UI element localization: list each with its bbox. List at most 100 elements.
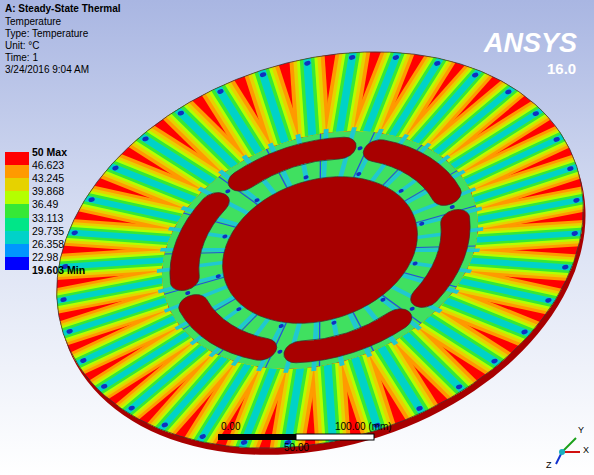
cold-line xyxy=(375,145,430,185)
cooling-band xyxy=(373,54,462,135)
cold-spot xyxy=(491,358,498,364)
cold-spot xyxy=(562,264,569,270)
cold-spot xyxy=(66,328,73,334)
cooling-band xyxy=(381,341,424,422)
cooling-band xyxy=(58,300,166,335)
logo: ANSYS xyxy=(484,28,577,59)
cooling-band xyxy=(424,84,530,152)
axis-label: Y xyxy=(578,425,584,435)
cooling-band xyxy=(288,54,331,135)
cold-spot xyxy=(236,307,242,312)
legend-value: 26.358 xyxy=(32,238,64,250)
legend-value: 29.735 xyxy=(32,225,64,237)
cold-spot xyxy=(277,349,283,354)
analysis-title: A: Steady-State Thermal xyxy=(5,3,121,15)
disc-outline xyxy=(5,0,594,475)
inner-spoke xyxy=(202,312,265,357)
cold-line xyxy=(254,323,297,368)
inner-spoke xyxy=(400,259,458,307)
cooling-band xyxy=(53,234,163,293)
legend-swatch xyxy=(5,257,29,270)
inner-spoke xyxy=(299,320,331,371)
cold-spot xyxy=(177,110,184,116)
cooling-band xyxy=(461,254,560,330)
cold-line xyxy=(353,310,374,353)
cold-line xyxy=(416,203,476,224)
legend-value: 46.623 xyxy=(32,159,64,171)
scale-bar xyxy=(218,434,296,440)
cold-spot xyxy=(449,204,455,209)
cold-spot xyxy=(331,320,337,325)
inner-spoke xyxy=(244,150,276,201)
inner-spoke xyxy=(270,142,291,190)
cold-spot xyxy=(455,384,462,390)
cold-spot xyxy=(80,357,87,363)
cold-spot xyxy=(553,136,560,142)
cold-spot xyxy=(357,146,363,151)
legend-value: 36.49 xyxy=(32,198,58,210)
cooling-band xyxy=(406,322,466,405)
cold-line xyxy=(306,322,332,367)
cooling-band xyxy=(106,141,195,222)
cold-spot xyxy=(71,230,78,236)
legend-swatch xyxy=(5,165,29,178)
axis-origin xyxy=(559,449,565,455)
cold-spot xyxy=(88,197,95,203)
cold-spot xyxy=(571,230,578,236)
cold-spot xyxy=(409,306,415,311)
cooling-band xyxy=(478,185,589,233)
cold-spot xyxy=(225,189,231,194)
cooling-band xyxy=(446,278,535,359)
inner-spoke xyxy=(349,310,370,358)
scale-bar xyxy=(296,434,374,440)
cooling-band xyxy=(216,78,259,159)
cooling-band xyxy=(373,54,462,135)
cold-spot xyxy=(471,72,478,78)
legend-value: 22.98 xyxy=(32,251,58,263)
cooling-band xyxy=(81,170,180,246)
legend-value: 33.113 xyxy=(32,212,63,224)
legend-swatch xyxy=(5,191,29,204)
cold-line xyxy=(164,275,224,296)
inner-spoke xyxy=(408,245,471,290)
legend-swatch xyxy=(5,231,29,244)
cold-spot xyxy=(532,110,539,116)
cold-spot xyxy=(412,261,418,266)
cold-line xyxy=(404,259,456,301)
cooling-band xyxy=(381,341,424,422)
cold-spot xyxy=(380,297,386,302)
cold-spot xyxy=(100,383,107,389)
result-name: Temperature xyxy=(5,16,61,28)
legend-min: 19.603 Min xyxy=(32,264,85,276)
cold-spot xyxy=(222,234,228,239)
inner-spoke xyxy=(375,144,438,189)
inner-spoke xyxy=(157,250,225,283)
cold-line xyxy=(164,236,224,270)
cold-spot xyxy=(112,165,119,171)
cold-spot xyxy=(217,88,224,94)
inner-spoke xyxy=(158,270,226,296)
cold-spot xyxy=(215,274,221,279)
cold-spot xyxy=(304,60,311,66)
cooling-band xyxy=(178,365,267,446)
cold-spot xyxy=(392,54,399,60)
cold-line xyxy=(210,315,265,355)
inner-spoke xyxy=(220,162,262,214)
cold-spot xyxy=(573,197,580,203)
axis-label: Z xyxy=(546,460,552,470)
cold-line xyxy=(307,134,333,179)
cooling-band xyxy=(141,358,240,434)
cooling-band xyxy=(260,66,285,142)
cold-spot xyxy=(60,297,67,303)
cooling-band xyxy=(260,66,285,142)
legend-swatch xyxy=(5,244,29,257)
cold-spot xyxy=(240,439,247,445)
inner-spoke xyxy=(182,192,240,240)
disc-edge xyxy=(7,0,594,475)
inner-spoke xyxy=(292,134,313,182)
inner-spoke xyxy=(415,217,483,250)
cooling-band xyxy=(444,107,554,166)
